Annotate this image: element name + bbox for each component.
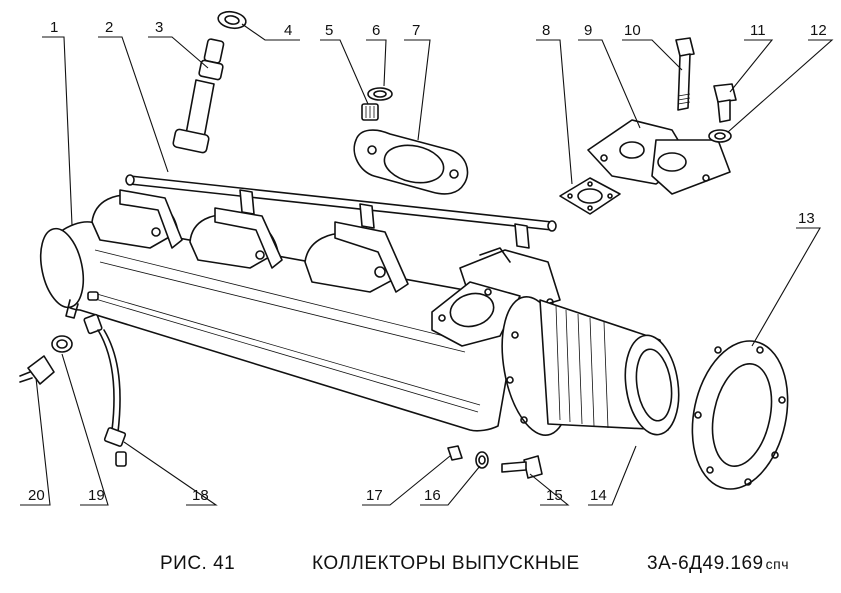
manifold-pipe <box>39 221 521 432</box>
callout-11: 11 <box>750 22 766 39</box>
callout-15: 15 <box>546 487 563 504</box>
callout-20: 20 <box>28 487 45 504</box>
callout-17: 17 <box>366 487 383 504</box>
bolt-10 <box>675 37 695 111</box>
tie-rod <box>125 174 557 249</box>
exhaust-port-3 <box>304 221 409 293</box>
bolt-15 <box>501 455 543 479</box>
nut-5 <box>361 103 379 121</box>
drawing-code-main: 3А-6Д49.169 <box>647 553 764 574</box>
exhaust-port-1 <box>91 189 183 249</box>
outlet-gasket <box>691 340 789 490</box>
leader-lines <box>20 23 834 506</box>
fitting-20 <box>19 355 55 385</box>
callout-7: 7 <box>412 22 420 39</box>
bolt-11 <box>713 83 737 123</box>
callout-12: 12 <box>810 22 827 39</box>
ring-19 <box>51 335 73 353</box>
washer-6 <box>367 87 393 101</box>
elbow-pipe-9 <box>587 119 731 195</box>
washer-top <box>217 10 247 30</box>
drawing-code-suffix: спч <box>765 556 789 572</box>
outlet-square-flange <box>431 281 521 347</box>
flange-gasket-8 <box>559 177 621 215</box>
exhaust-port-2 <box>189 207 283 269</box>
nut-17 <box>447 445 463 461</box>
callout-10: 10 <box>624 22 641 39</box>
callout-2: 2 <box>105 19 113 36</box>
washer-12 <box>708 129 732 143</box>
callout-3: 3 <box>155 19 163 36</box>
port-gasket-7 <box>353 129 469 195</box>
callout-13: 13 <box>798 210 815 227</box>
callout-8: 8 <box>542 22 550 39</box>
callout-18: 18 <box>192 487 209 504</box>
callout-4: 4 <box>284 22 292 39</box>
drain-pipe-18 <box>83 313 127 467</box>
washer-16 <box>475 451 489 469</box>
outlet-housing <box>501 296 680 436</box>
callout-6: 6 <box>372 22 380 39</box>
figure-title: КОЛЛЕКТОРЫ ВЫПУСКНЫЕ <box>312 553 580 574</box>
callout-14: 14 <box>590 487 607 504</box>
figure-label: РИС. 41 <box>160 553 236 574</box>
callout-19: 19 <box>88 487 105 504</box>
callout-16: 16 <box>424 487 441 504</box>
callout-5: 5 <box>325 22 333 39</box>
callout-numbers: 1 2 3 4 5 6 7 8 9 10 11 12 13 14 15 16 1… <box>28 19 827 504</box>
callout-1: 1 <box>50 19 58 36</box>
callout-9: 9 <box>584 22 592 39</box>
union-fitting <box>172 38 225 154</box>
